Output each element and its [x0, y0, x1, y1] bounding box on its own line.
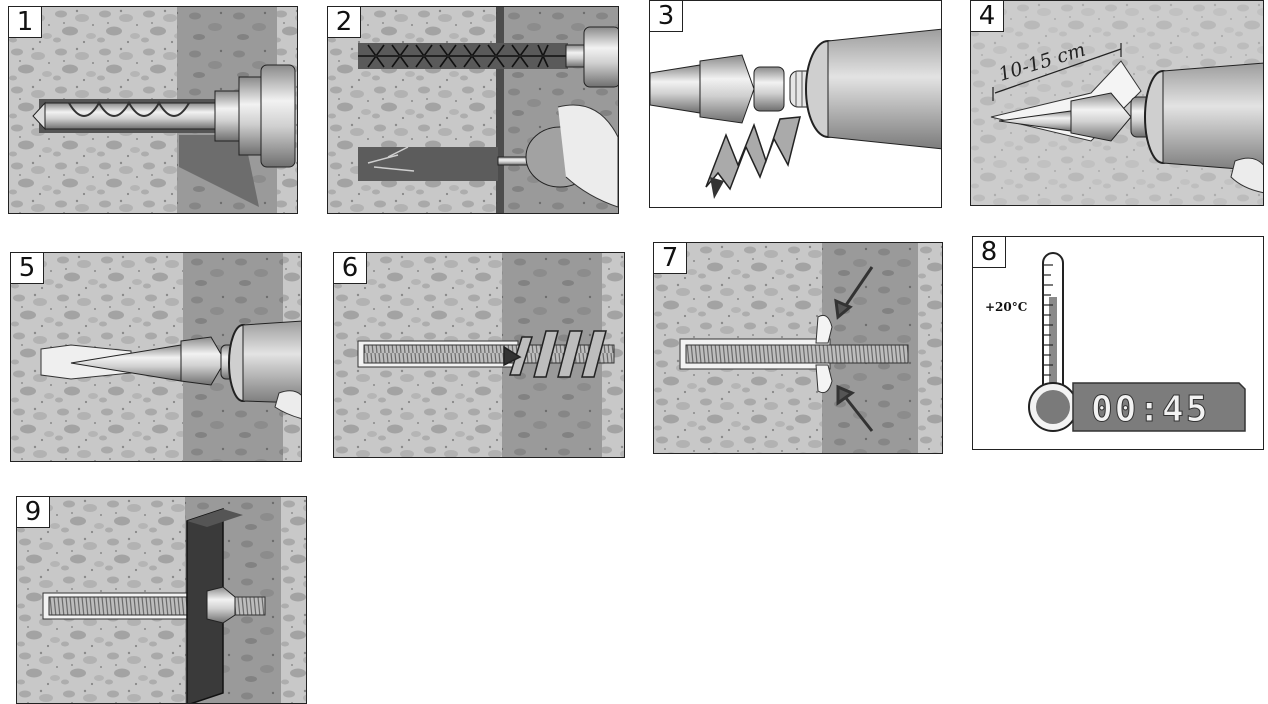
discard-first-extrusion-illustration: 10-15 cm	[971, 1, 1264, 206]
step-9-panel: 9	[16, 496, 307, 704]
step-5-number: 5	[11, 253, 44, 284]
check-mortar-overflow-illustration	[654, 243, 943, 454]
step-5-panel: 5	[10, 252, 302, 462]
step-6-panel: 6	[333, 252, 625, 458]
step-6-number: 6	[334, 253, 367, 284]
inject-mortar-illustration	[11, 253, 302, 462]
step-7-number: 7	[654, 243, 687, 274]
screw-nozzle-illustration	[650, 1, 942, 208]
mount-fixture-illustration	[17, 497, 307, 704]
step-8-panel: 8 +20°C 00:45	[972, 236, 1264, 450]
timer-display: 00:45	[1091, 389, 1209, 430]
step-3-panel: 3	[649, 0, 942, 208]
step-1-number: 1	[9, 7, 42, 38]
step-3-number: 3	[650, 1, 683, 32]
insert-threaded-rod-illustration	[334, 253, 625, 458]
step-4-number: 4	[971, 1, 1004, 32]
curing-time-illustration: +20°C 00:45	[973, 237, 1264, 450]
step-9-number: 9	[17, 497, 50, 528]
brush-and-blow-illustration	[328, 7, 619, 214]
step-7-panel: 7	[653, 242, 943, 454]
temperature-label: +20°C	[985, 300, 1027, 314]
step-2-number: 2	[328, 7, 361, 38]
step-1-panel: 1	[8, 6, 298, 214]
step-2-panel: 2	[327, 6, 619, 214]
drill-hole-illustration	[9, 7, 298, 214]
step-8-number: 8	[973, 237, 1006, 268]
step-4-panel: 4 10-15 cm	[970, 0, 1264, 206]
